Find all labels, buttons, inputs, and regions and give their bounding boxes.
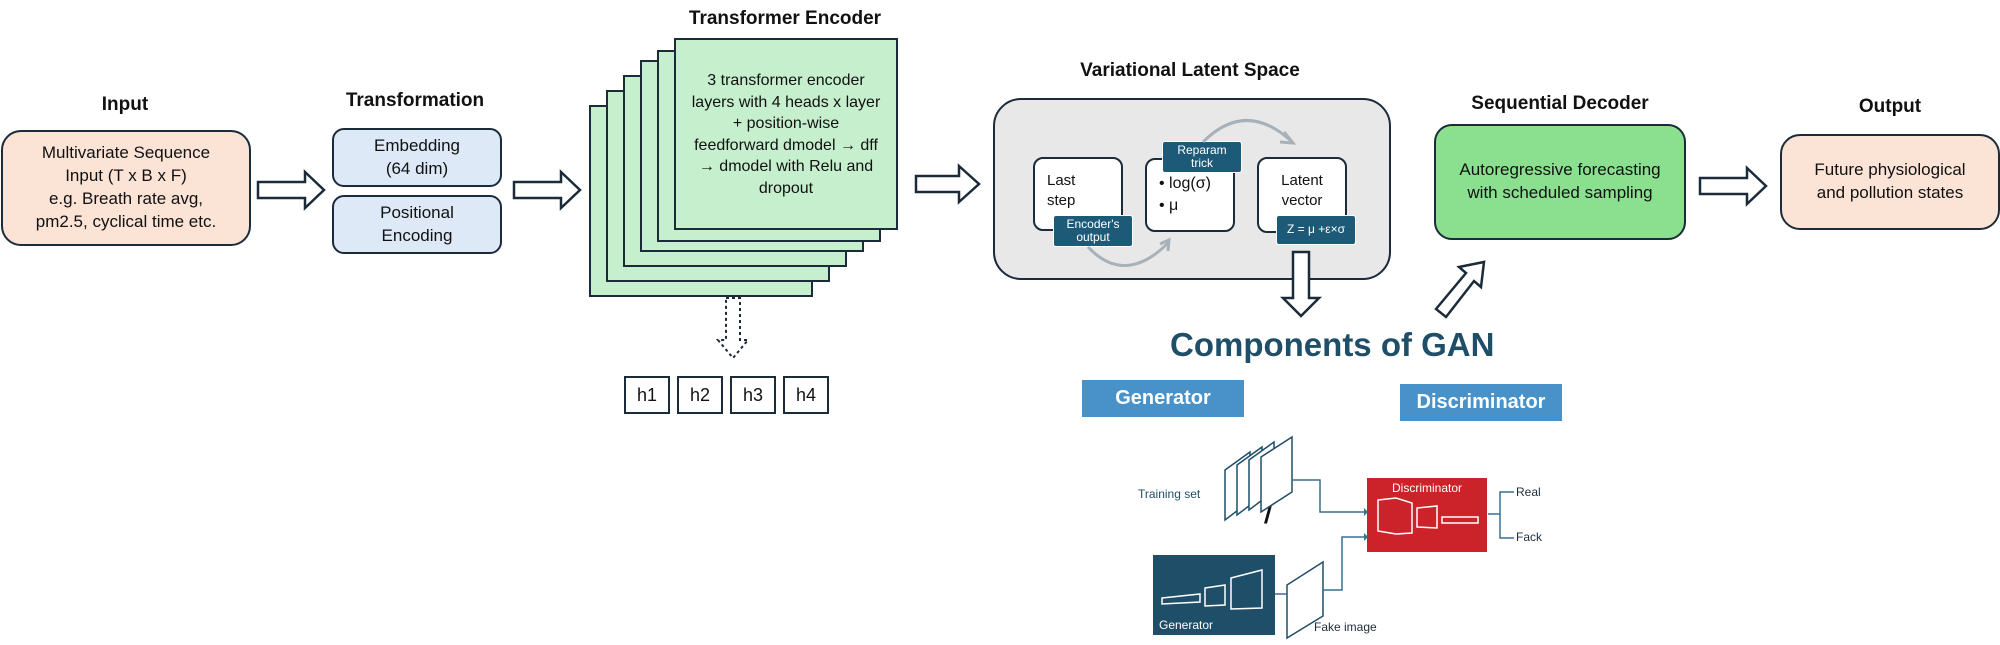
training-set-label: Training set — [1138, 487, 1201, 501]
cycle-arrowhead-top — [1279, 131, 1297, 145]
training-set-sheet-4 — [1260, 435, 1293, 514]
gen-layer-3 — [1230, 569, 1263, 610]
encoder-title: Transformer Encoder — [688, 8, 882, 29]
cycle-arc-top — [1201, 119, 1291, 144]
reparam-trick-tag: Reparam trick — [1162, 141, 1242, 173]
head-box-1: h1 — [624, 376, 670, 414]
decoder-title: Sequential Decoder — [1471, 93, 1649, 114]
generator-block-label: Generator — [1159, 618, 1214, 632]
connector-fake — [1499, 514, 1514, 539]
arrow-encoder-to-latent — [914, 163, 981, 205]
head-box-2: h2 — [677, 376, 723, 414]
arrow-gan-to-decoder — [1434, 260, 1486, 319]
real-label: Real — [1516, 485, 1541, 499]
input-title: Input — [101, 94, 149, 115]
output-box: Future physiological and pollution state… — [1780, 134, 2000, 230]
connector-head-2 — [1364, 533, 1368, 541]
z-formula-tag: Z = μ +ε×σ — [1276, 215, 1356, 245]
connector-real — [1488, 491, 1514, 515]
fake-image-label: Fake image — [1314, 620, 1377, 634]
gen-layer-2 — [1204, 584, 1226, 607]
cycle-arrowhead-bottom — [1159, 237, 1171, 252]
discriminator-block: Discriminator — [1366, 477, 1488, 553]
connector-fake-to-discriminator — [1323, 536, 1364, 591]
gen-layer-1 — [1161, 593, 1201, 605]
disc-layer-2 — [1416, 505, 1438, 529]
transformation-title: Transformation — [345, 90, 485, 111]
encoder-output-tag: Encoder's output — [1053, 215, 1133, 247]
arrow-decoder-to-output — [1698, 165, 1768, 207]
gan-title: Components of GAN — [1170, 326, 1495, 363]
decoder-box: Autoregressive forecasting with schedule… — [1434, 124, 1686, 240]
encoder-layer-front: 3 transformer encoder layers with 4 head… — [674, 38, 898, 230]
arrow-input-to-transformation — [256, 169, 326, 211]
embedding-box: Embedding (64 dim) — [332, 128, 502, 187]
connector-training-to-discriminator — [1292, 479, 1364, 513]
disc-layer-3 — [1441, 516, 1479, 524]
input-box: Multivariate Sequence Input (T x B x F) … — [1, 130, 251, 246]
cycle-arc-bottom — [1086, 241, 1170, 268]
arrow-latent-to-gan — [1279, 250, 1323, 318]
output-title: Output — [1858, 96, 1922, 117]
disc-layer-1 — [1377, 497, 1413, 535]
connector-head-1 — [1364, 508, 1368, 516]
arrow-encoder-to-heads — [715, 297, 751, 360]
latent-title: Variational Latent Space — [1080, 60, 1300, 81]
discriminator-label: Discriminator — [1400, 384, 1562, 421]
positional-encoding-box: Positional Encoding — [332, 195, 502, 254]
head-box-4: h4 — [783, 376, 829, 414]
generator-block: Generator — [1153, 555, 1275, 635]
fake-image-sheet — [1286, 560, 1324, 640]
generator-label: Generator — [1082, 380, 1244, 417]
fake-label: Fack — [1516, 530, 1543, 544]
slash-glyph: / — [1264, 490, 1275, 532]
arrow-transformation-to-encoder — [512, 169, 582, 211]
discriminator-block-label: Discriminator — [1391, 481, 1462, 495]
head-box-3: h3 — [730, 376, 776, 414]
